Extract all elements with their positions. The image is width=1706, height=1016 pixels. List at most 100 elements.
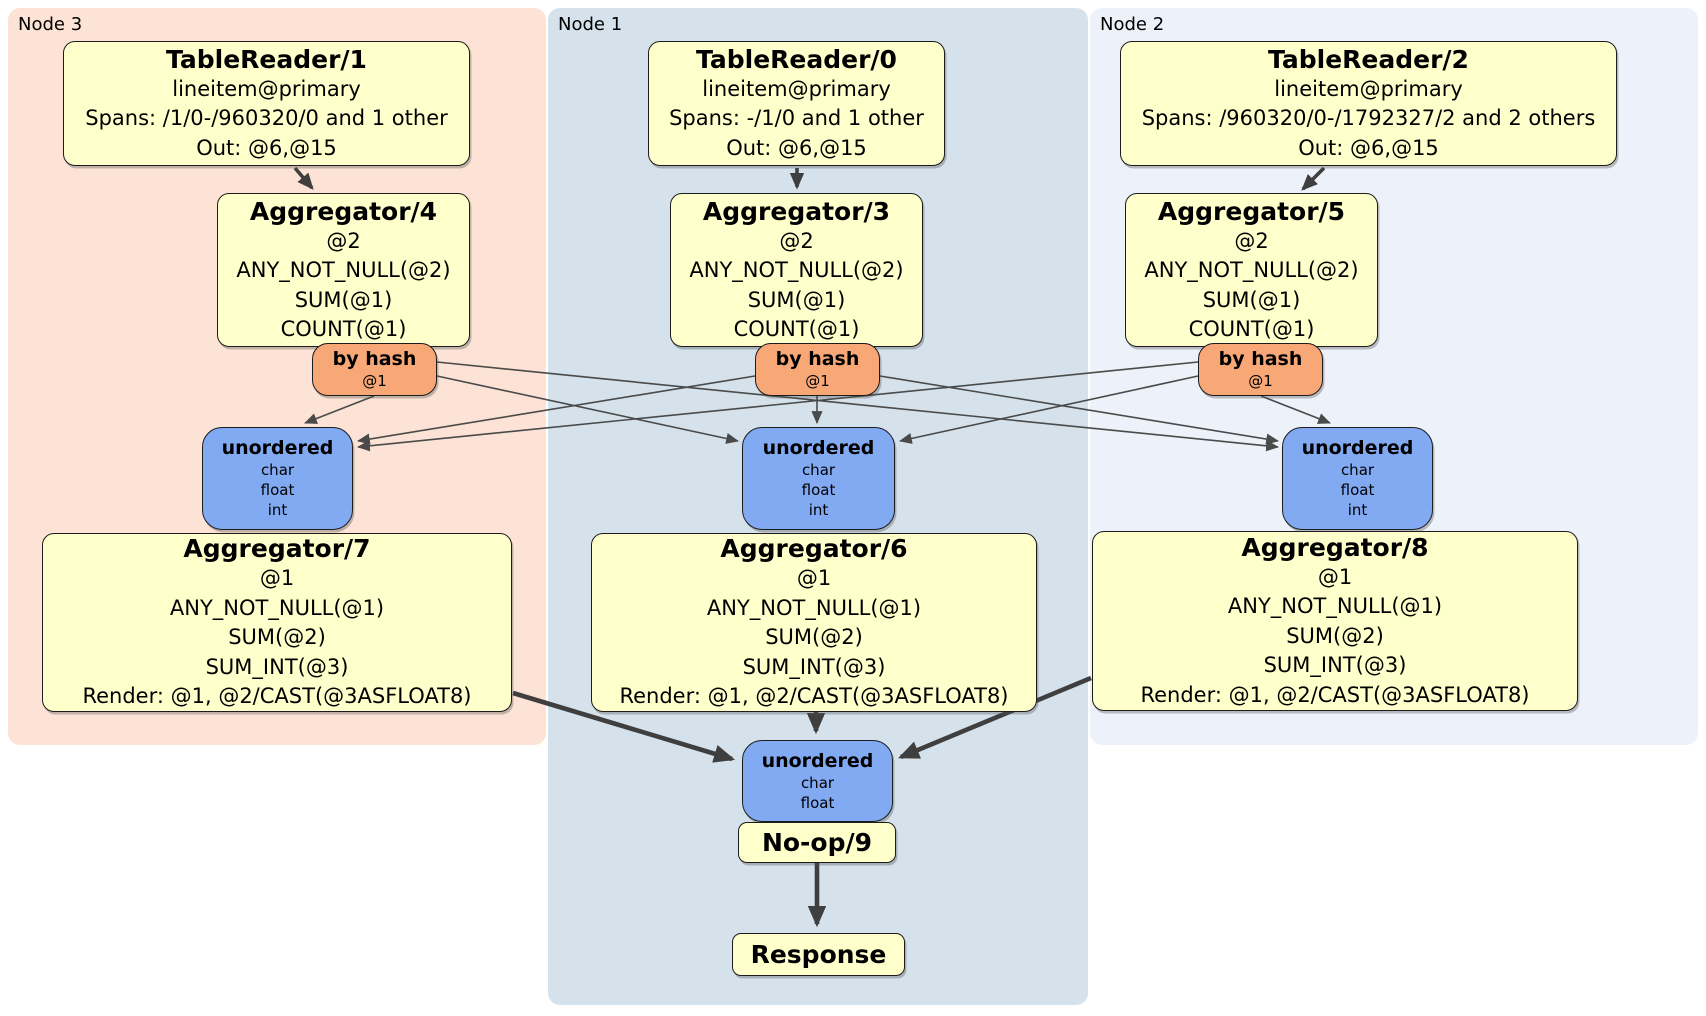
hash-router-node1: by hash @1 [755,343,880,396]
edge-byhash3-uno2 [436,361,1279,452]
edge-byhash2-uno3 [357,361,1199,452]
aggregator-6-box: Aggregator/6 @1 ANY_NOT_NULL(@1) SUM(@2)… [591,533,1037,712]
node3-label: Node 3 [18,14,83,35]
tablereader-1-line: lineitem@primary [172,76,361,101]
aggregator-3-line: ANY_NOT_NULL(@2) [689,258,904,282]
tablereader-2-line: Out: @6,@15 [1298,135,1439,160]
unordered-sync-type: char [800,773,835,792]
unordered-sync-final: unordered char float [742,740,893,822]
aggregator-5-line: SUM(@1) [1202,287,1301,312]
tablereader-0-line: lineitem@primary [702,76,891,101]
aggregator-8-line: @1 [1317,564,1353,589]
aggregator-4-title: Aggregator/4 [249,196,438,226]
tablereader-1-line: Out: @6,@15 [196,135,337,160]
tablereader-2-box: TableReader/2 lineitem@primary Spans: /9… [1120,41,1617,166]
tablereader-0-line: Out: @6,@15 [726,135,867,160]
aggregator-7-box: Aggregator/7 @1 ANY_NOT_NULL(@1) SUM(@2)… [42,533,512,712]
aggregator-6-line: SUM(@2) [765,625,863,650]
unordered-sync-type: char [260,461,295,479]
tablereader-1-title: TableReader/1 [166,44,367,74]
aggregator-6-line: Render: @1, @2/CAST(@3ASFLOAT8) [619,684,1009,709]
unordered-sync-node1: unordered char float int [742,427,895,530]
edge-tr1-agg4 [293,166,314,190]
tablereader-2-line: Spans: /960320/0-/1792327/2 and 2 others [1141,106,1596,131]
aggregator-3-box: Aggregator/3 @2 ANY_NOT_NULL(@2) SUM(@1)… [670,193,923,347]
aggregator-7-line: SUM_INT(@3) [205,654,349,679]
aggregator-6-title: Aggregator/6 [720,534,908,564]
aggregator-7-line: ANY_NOT_NULL(@1) [169,595,385,620]
aggregator-5-line: COUNT(@1) [1188,317,1315,341]
aggregator-5-line: ANY_NOT_NULL(@2) [1144,258,1359,282]
hash-router-column: @1 [805,372,830,390]
hash-router-title: by hash [775,348,860,370]
aggregator-4-line: SUM(@1) [294,287,393,312]
unordered-sync-type: int [808,501,829,519]
aggregator-8-line: SUM(@2) [1286,623,1384,648]
tablereader-1-box: TableReader/1 lineitem@primary Spans: /1… [63,41,470,166]
aggregator-8-title: Aggregator/8 [1241,532,1429,562]
tablereader-1-line: Spans: /1/0-/960320/0 and 1 other [85,106,448,131]
aggregator-4-box: Aggregator/4 @2 ANY_NOT_NULL(@2) SUM(@1)… [217,193,470,347]
edge-byhash3-uno3 [304,395,375,424]
unordered-sync-node3: unordered char float int [202,427,353,530]
aggregator-7-line: @1 [259,566,295,591]
edge-agg7-unofinal [512,690,736,763]
unordered-sync-type: char [1340,461,1375,479]
node2-label: Node 2 [1100,14,1165,35]
aggregator-3-line: SUM(@1) [747,287,846,312]
unordered-sync-type: float [801,481,836,499]
aggregator-7-title: Aggregator/7 [183,534,371,564]
unordered-sync-title: unordered [1301,437,1414,459]
hash-router-node3: by hash @1 [312,343,437,396]
tablereader-0-box: TableReader/0 lineitem@primary Spans: -/… [648,41,945,166]
aggregator-6-line: @1 [796,566,832,591]
edge-tr2-agg5 [1301,166,1326,191]
edge-byhash1-uno3 [357,375,756,445]
edge-agg8-unofinal [898,675,1092,760]
aggregator-8-line: SUM_INT(@3) [1263,653,1407,678]
unordered-sync-title: unordered [762,437,875,459]
tablereader-2-line: lineitem@primary [1274,76,1463,101]
unordered-sync-type: int [1347,501,1368,519]
unordered-sync-title: unordered [221,437,334,459]
unordered-sync-type: float [800,793,835,812]
hash-router-column: @1 [362,372,387,390]
response-box: Response [732,933,905,976]
hash-router-title: by hash [332,348,417,370]
unordered-sync-type: int [267,501,288,519]
aggregator-5-box: Aggregator/5 @2 ANY_NOT_NULL(@2) SUM(@1)… [1125,193,1378,347]
response-title: Response [750,940,887,969]
aggregator-7-line: Render: @1, @2/CAST(@3ASFLOAT8) [82,684,472,709]
unordered-sync-node2: unordered char float int [1282,427,1433,530]
unordered-sync-type: float [260,481,295,499]
tablereader-0-line: Spans: -/1/0 and 1 other [669,106,924,131]
aggregator-5-title: Aggregator/5 [1157,196,1346,226]
aggregator-7-line: SUM(@2) [228,625,326,650]
hash-router-title: by hash [1218,348,1303,370]
node1-label: Node 1 [558,14,623,35]
edge-byhash2-uno1 [899,375,1199,444]
unordered-sync-type: float [1340,481,1375,499]
aggregator-4-line: ANY_NOT_NULL(@2) [236,258,451,282]
noop-9-title: No-op/9 [761,828,873,857]
edge-byhash2-uno2 [1260,395,1331,424]
unordered-sync-type: char [801,461,836,479]
tablereader-2-title: TableReader/2 [1268,44,1469,74]
aggregator-4-line: COUNT(@1) [280,317,407,341]
aggregator-6-line: ANY_NOT_NULL(@1) [706,595,922,620]
noop-9-box: No-op/9 [738,822,896,863]
hash-router-node2: by hash @1 [1198,343,1323,396]
aggregator-8-box: Aggregator/8 @1 ANY_NOT_NULL(@1) SUM(@2)… [1092,531,1578,711]
edge-byhash3-uno1 [436,375,739,444]
aggregator-3-title: Aggregator/3 [702,196,891,226]
aggregator-4-line: @2 [326,228,361,253]
tablereader-0-title: TableReader/0 [696,44,897,74]
hash-router-column: @1 [1248,372,1273,390]
aggregator-5-line: @2 [1234,228,1269,253]
aggregator-8-line: ANY_NOT_NULL(@1) [1227,594,1443,619]
aggregator-8-line: Render: @1, @2/CAST(@3ASFLOAT8) [1140,682,1530,707]
aggregator-3-line: @2 [779,228,814,253]
unordered-sync-title: unordered [761,749,874,772]
